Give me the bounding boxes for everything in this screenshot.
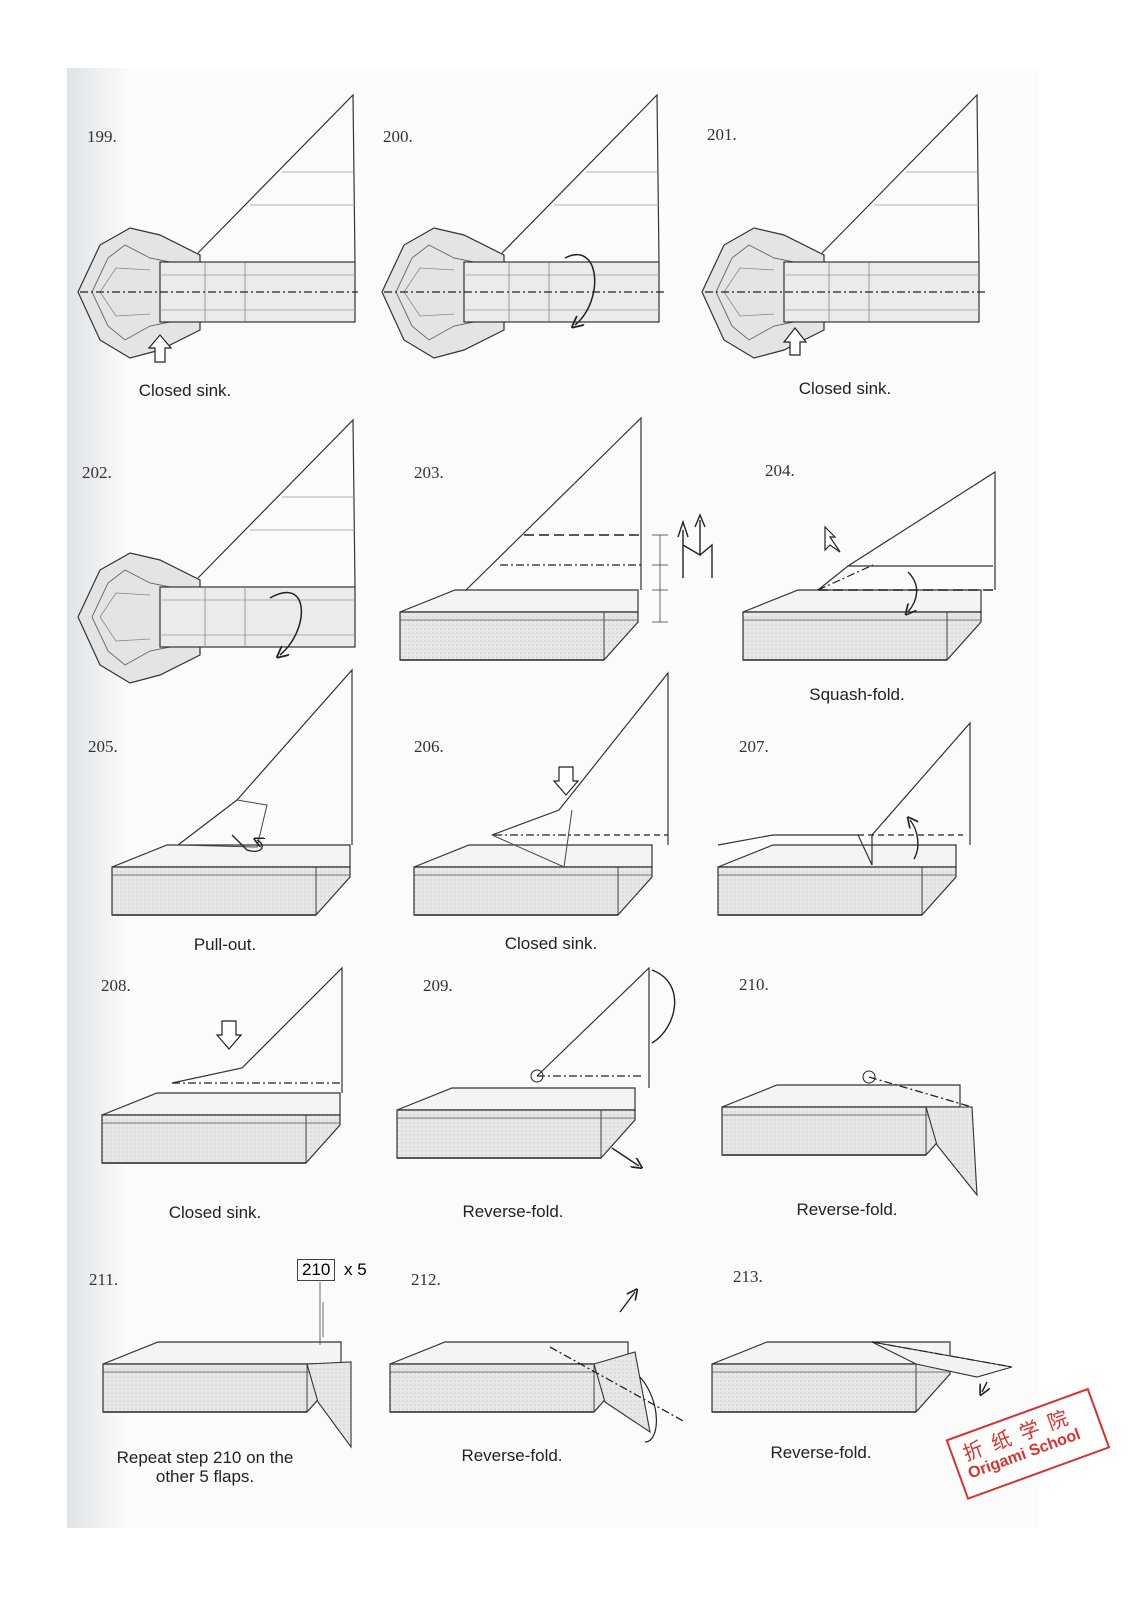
step-caption: Repeat step 210 on the other 5 flaps. [116,1448,294,1486]
step-208-figure [101,966,343,1164]
step-number: 203. [414,463,444,482]
step-number: 209. [423,976,453,995]
step-caption: Squash-fold. [809,685,905,704]
step-number: 210. [739,975,769,994]
step-207-figure [717,721,971,916]
step-213-figure [711,1341,1013,1413]
step-204-figure [742,470,996,661]
step-209-figure [396,966,676,1166]
repeat-multiplier: x 5 [344,1260,367,1279]
step-caption: Reverse-fold. [461,1446,563,1465]
push-arrow-icon [782,327,808,356]
step-number: 211. [89,1270,119,1289]
step-caption: Closed sink. [798,379,892,398]
step-201-figure [701,94,980,359]
step-210-figure [721,1070,978,1197]
step-212-figure [389,1292,686,1443]
step-number: 204. [765,461,795,480]
turn-over-arrow-icon [269,591,302,656]
step-caption: Pull-out. [193,935,257,954]
pleat-arrow-icon [677,513,713,578]
step-number: 206. [414,737,444,756]
step-number: 208. [101,976,131,995]
step-caption: Closed sink. [138,381,232,400]
step-206-figure [413,671,669,916]
step-number: 199. [87,127,117,146]
step-205-figure [111,668,353,916]
step-caption: Reverse-fold. [462,1202,564,1221]
push-arrow-icon [552,766,580,796]
push-arrow-icon [215,1020,243,1050]
step-200-figure [381,94,660,359]
step-caption: Reverse-fold. [796,1200,898,1219]
step-caption: Reverse-fold. [770,1443,872,1462]
step-number: 212. [411,1270,441,1289]
step-199-figure [77,94,356,359]
step-caption: Closed sink. [504,934,598,953]
turn-over-arrow-icon [564,254,596,325]
step-202-figure [77,419,356,684]
step-number: 213. [733,1267,763,1286]
repeat-step-reference: 210 [297,1259,336,1281]
step-number: 202. [82,463,112,482]
push-arrow-icon [824,525,841,553]
push-arrow-icon [147,334,173,363]
step-number: 207. [739,737,769,756]
step-211-figure [102,1302,352,1449]
step-number: 200. [383,127,413,146]
step-caption: Closed sink. [168,1203,262,1222]
step-203-figure [399,416,713,661]
step-number: 205. [88,737,118,756]
step-number: 201. [707,125,737,144]
